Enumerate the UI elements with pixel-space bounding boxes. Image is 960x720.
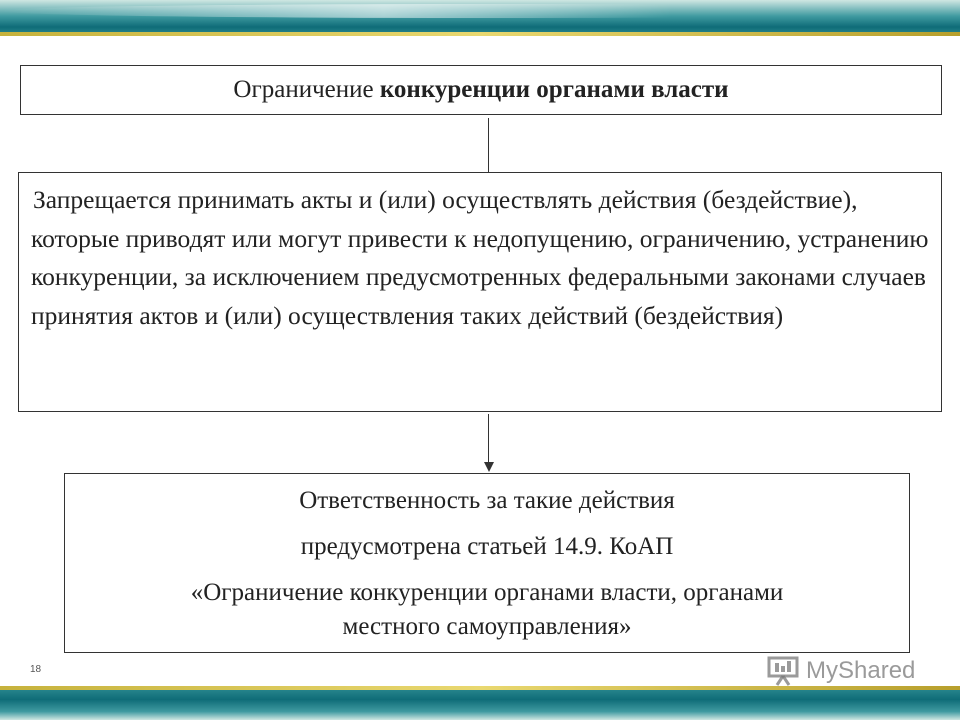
header-decorative-band <box>0 0 960 36</box>
liability-line-1: Ответственность за такие действия <box>299 487 675 514</box>
heading-title-bold: конкуренции органами власти <box>379 76 729 103</box>
heading-box: Ограничение конкуренции органами власти <box>20 65 942 115</box>
connector-line-bottom <box>488 414 489 464</box>
heading-title: Ограничение конкуренции органами власти <box>21 76 941 104</box>
heading-title-normal: Ограничение <box>233 76 380 103</box>
slide-number: 18 <box>30 664 42 675</box>
watermark: MyShared <box>766 656 915 686</box>
liability-box: Ответственность за такие действия предус… <box>64 473 910 653</box>
prohibition-text: Запрещается принимать акты и (или) осуще… <box>31 185 929 330</box>
footer-decorative-band <box>0 686 960 720</box>
header-sheen <box>0 4 960 18</box>
liability-line-2: предусмотрена статьей 14.9. КоАП <box>300 533 674 560</box>
prohibition-box: Запрещается принимать акты и (или) осуще… <box>18 172 942 412</box>
liability-line-4: местного самоуправления» <box>342 613 632 640</box>
watermark-text: MyShared <box>806 657 916 684</box>
connector-line-top <box>488 118 489 172</box>
presentation-board-icon <box>767 656 799 686</box>
arrow-down-icon <box>484 462 494 472</box>
liability-line-3: «Ограничение конкуренции органами власти… <box>190 579 784 606</box>
